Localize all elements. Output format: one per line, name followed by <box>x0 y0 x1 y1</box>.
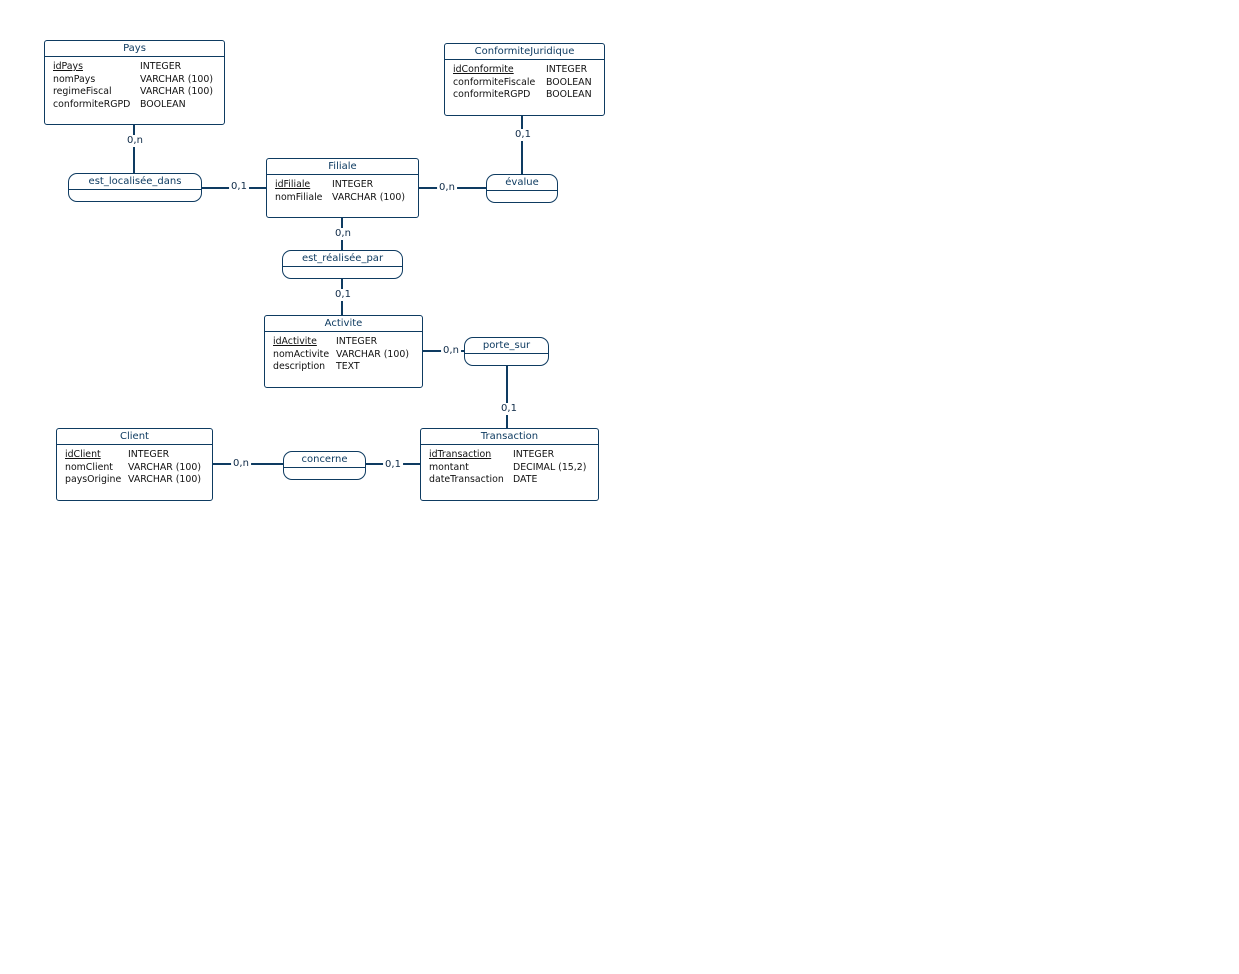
attribute-type: VARCHAR (100) <box>140 73 213 85</box>
attribute-row: nomFiliale VARCHAR (100) <box>275 192 410 205</box>
attribute-name: paysOrigine <box>65 474 122 486</box>
attribute-type: BOOLEAN <box>140 98 186 110</box>
cardinality-conformite-evalue: 0,1 <box>513 129 533 141</box>
attribute-type: INTEGER <box>128 449 170 460</box>
attribute-name: nomPays <box>53 73 96 85</box>
assoc-evalue[interactable]: évalue <box>486 174 558 203</box>
attribute-list: idTransaction INTEGER montant DECIMAL (15,2… <box>421 445 598 487</box>
cardinality-activite-porte: 0,n <box>441 345 461 357</box>
assoc-title: porte_sur <box>465 338 548 354</box>
assoc-concerne[interactable]: concerne <box>283 451 366 480</box>
primary-key-name: idConformite <box>453 64 514 75</box>
attribute-row: idFiliale INTEGER <box>275 179 410 192</box>
attribute-row: conformiteFiscale BOOLEAN <box>453 77 596 90</box>
entity-title: Transaction <box>421 429 598 445</box>
attribute-name: dateTransaction <box>429 474 504 486</box>
attribute-name: conformiteRGPD <box>53 98 131 110</box>
cardinality-activite-realisee: 0,1 <box>333 289 353 301</box>
attribute-type: INTEGER <box>140 61 182 72</box>
entity-activite[interactable]: Activite idActivite INTEGER nomActivite VAR… <box>264 315 423 388</box>
assoc-title: concerne <box>284 452 365 468</box>
primary-key-name: idActivite <box>273 336 317 347</box>
attribute-row: idPays INTEGER <box>53 61 216 74</box>
attribute-name: conformiteFiscale <box>453 76 536 88</box>
entity-conformite-juridique[interactable]: ConformiteJuridique idConformite INTEGER c… <box>444 43 605 116</box>
entity-title: Filiale <box>267 159 418 175</box>
attribute-name: nomClient <box>65 461 113 473</box>
assoc-title: est_localisée_dans <box>69 174 201 190</box>
attribute-type: VARCHAR (100) <box>332 191 405 203</box>
attribute-row: description TEXT <box>273 361 414 374</box>
attribute-type: BOOLEAN <box>546 89 592 101</box>
attribute-name: montant <box>429 461 469 473</box>
assoc-est-realisee-par[interactable]: est_réalisée_par <box>282 250 403 279</box>
attribute-type: DECIMAL (15,2) <box>513 461 587 473</box>
attribute-row: idTransaction INTEGER <box>429 449 590 462</box>
attribute-type: BOOLEAN <box>546 76 592 88</box>
cardinality-filiale-evalue: 0,n <box>437 182 457 194</box>
link-conformite-evalue <box>521 116 523 174</box>
cardinality-filiale-realisee: 0,n <box>333 228 353 240</box>
primary-key-name: idPays <box>53 61 83 72</box>
attribute-row: conformiteRGPD BOOLEAN <box>53 99 216 112</box>
assoc-title: évalue <box>487 175 557 191</box>
primary-key-name: idFiliale <box>275 179 311 190</box>
entity-filiale[interactable]: Filiale idFiliale INTEGER nomFiliale VARCHA… <box>266 158 419 218</box>
attribute-name: description <box>273 361 326 373</box>
entity-title: Activite <box>265 316 422 332</box>
cardinality-transaction-concerne: 0,1 <box>383 459 403 471</box>
attribute-row: regimeFiscal VARCHAR (100) <box>53 86 216 99</box>
primary-key-name: idClient <box>65 449 101 460</box>
attribute-row: nomPays VARCHAR (100) <box>53 74 216 87</box>
attribute-type: INTEGER <box>546 64 588 75</box>
attribute-row: paysOrigine VARCHAR (100) <box>65 474 204 487</box>
cardinality-transaction-porte: 0,1 <box>499 403 519 415</box>
attribute-row: idActivite INTEGER <box>273 336 414 349</box>
attribute-type: VARCHAR (100) <box>128 461 201 473</box>
attribute-row: nomClient VARCHAR (100) <box>65 462 204 475</box>
cardinality-filiale-localisee: 0,1 <box>229 181 249 193</box>
attribute-name: nomActivite <box>273 348 330 360</box>
attribute-name: nomFiliale <box>275 191 323 203</box>
cardinality-client-concerne: 0,n <box>231 458 251 470</box>
attribute-row: conformiteRGPD BOOLEAN <box>453 89 596 102</box>
attribute-type: VARCHAR (100) <box>128 474 201 486</box>
cardinality-pays-localisee: 0,n <box>125 135 145 147</box>
link-porte-transaction <box>506 366 508 429</box>
attribute-row: idClient INTEGER <box>65 449 204 462</box>
assoc-title: est_réalisée_par <box>283 251 402 267</box>
attribute-list: idFiliale INTEGER nomFiliale VARCHAR (100) <box>267 175 418 204</box>
attribute-type: TEXT <box>336 361 360 373</box>
attribute-type: INTEGER <box>513 449 555 460</box>
attribute-type: VARCHAR (100) <box>336 348 409 360</box>
attribute-row: montant DECIMAL (15,2) <box>429 462 590 475</box>
attribute-type: INTEGER <box>332 179 374 190</box>
attribute-row: dateTransaction DATE <box>429 474 590 487</box>
entity-title: ConformiteJuridique <box>445 44 604 60</box>
attribute-list: idActivite INTEGER nomActivite VARCHAR (100… <box>265 332 422 374</box>
attribute-row: nomActivite VARCHAR (100) <box>273 349 414 362</box>
attribute-name: regimeFiscal <box>53 86 112 98</box>
attribute-type: DATE <box>513 474 538 486</box>
primary-key-name: idTransaction <box>429 449 492 460</box>
attribute-type: INTEGER <box>336 336 378 347</box>
attribute-type: VARCHAR (100) <box>140 86 213 98</box>
assoc-porte-sur[interactable]: porte_sur <box>464 337 549 366</box>
entity-title: Pays <box>45 41 224 57</box>
attribute-name: conformiteRGPD <box>453 89 531 101</box>
link-pays-localisee <box>133 125 135 173</box>
entity-title: Client <box>57 429 212 445</box>
assoc-est-localisee-dans[interactable]: est_localisée_dans <box>68 173 202 202</box>
attribute-row: idConformite INTEGER <box>453 64 596 77</box>
